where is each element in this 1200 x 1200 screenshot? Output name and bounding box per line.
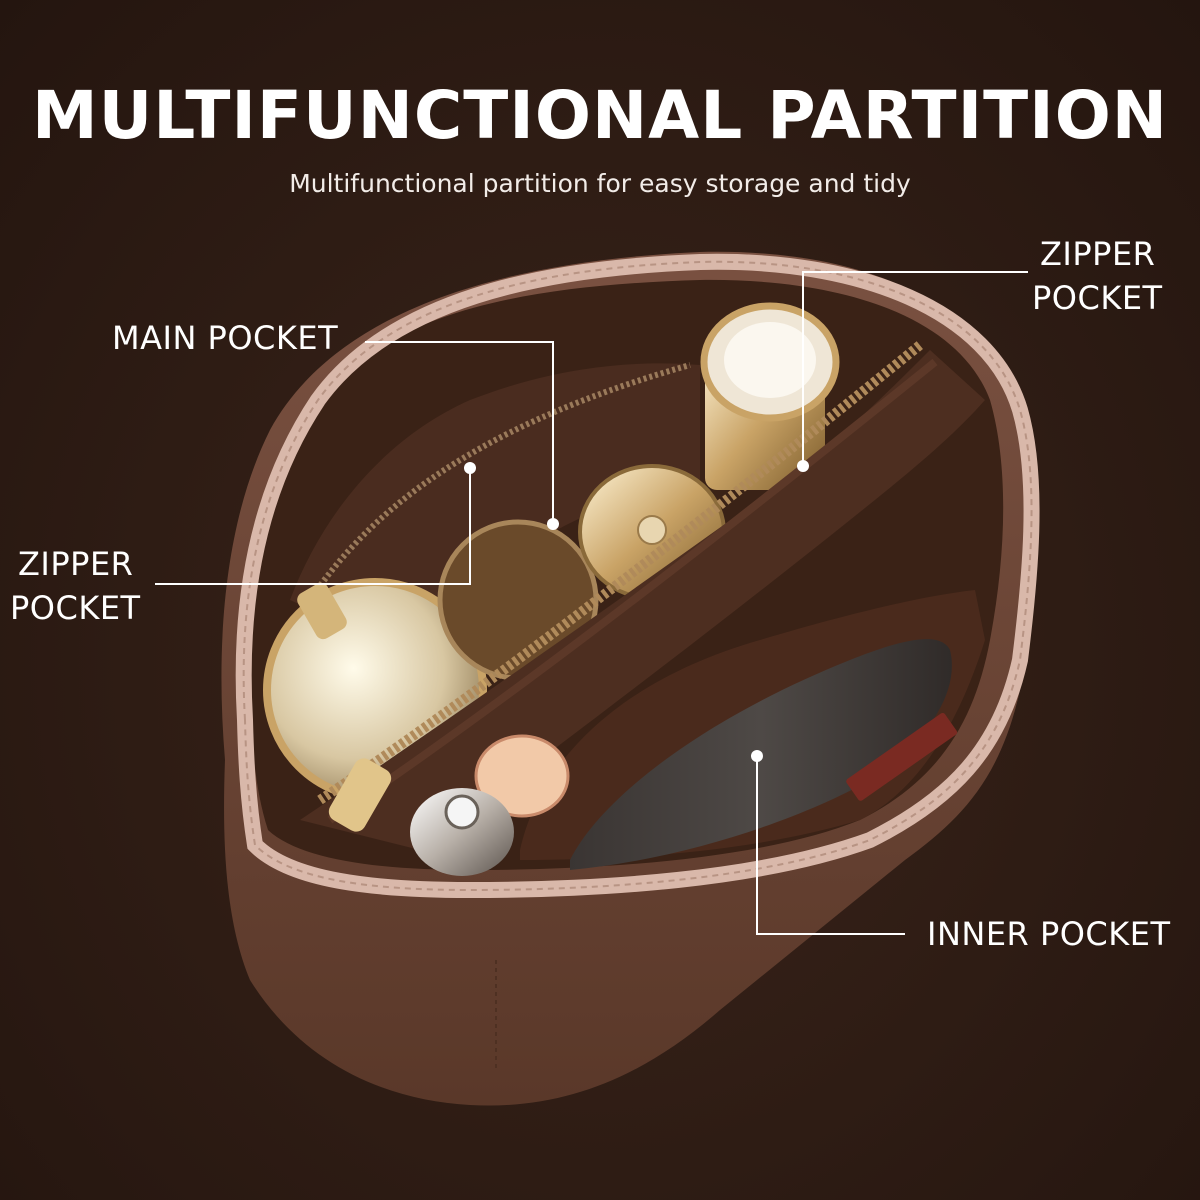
page-title: MULTIFUNCTIONAL PARTITION [31, 77, 1169, 154]
callout-main-pocket: MAIN POCKET [112, 319, 339, 357]
center-zipper [317, 341, 924, 805]
page-subtitle: Multifunctional partition for easy stora… [289, 169, 911, 198]
callout-zipper-pocket-right-line1: ZIPPER [1040, 235, 1156, 273]
zipper-pull-center [328, 758, 392, 832]
callout-zipper-pocket-left-line1: ZIPPER [18, 545, 134, 583]
lip-balm [474, 734, 570, 818]
callout-zipper-pocket-left-line2: POCKET [10, 589, 141, 627]
small-bottle [410, 788, 514, 876]
side-tag [846, 712, 958, 801]
callout-lines [155, 271, 1028, 935]
callout-zipper-pocket-right-line2: POCKET [1032, 279, 1163, 317]
callout-dots [464, 460, 809, 762]
callout-inner-pocket: INNER POCKET [927, 915, 1171, 953]
zipper-pull-left [297, 582, 347, 640]
